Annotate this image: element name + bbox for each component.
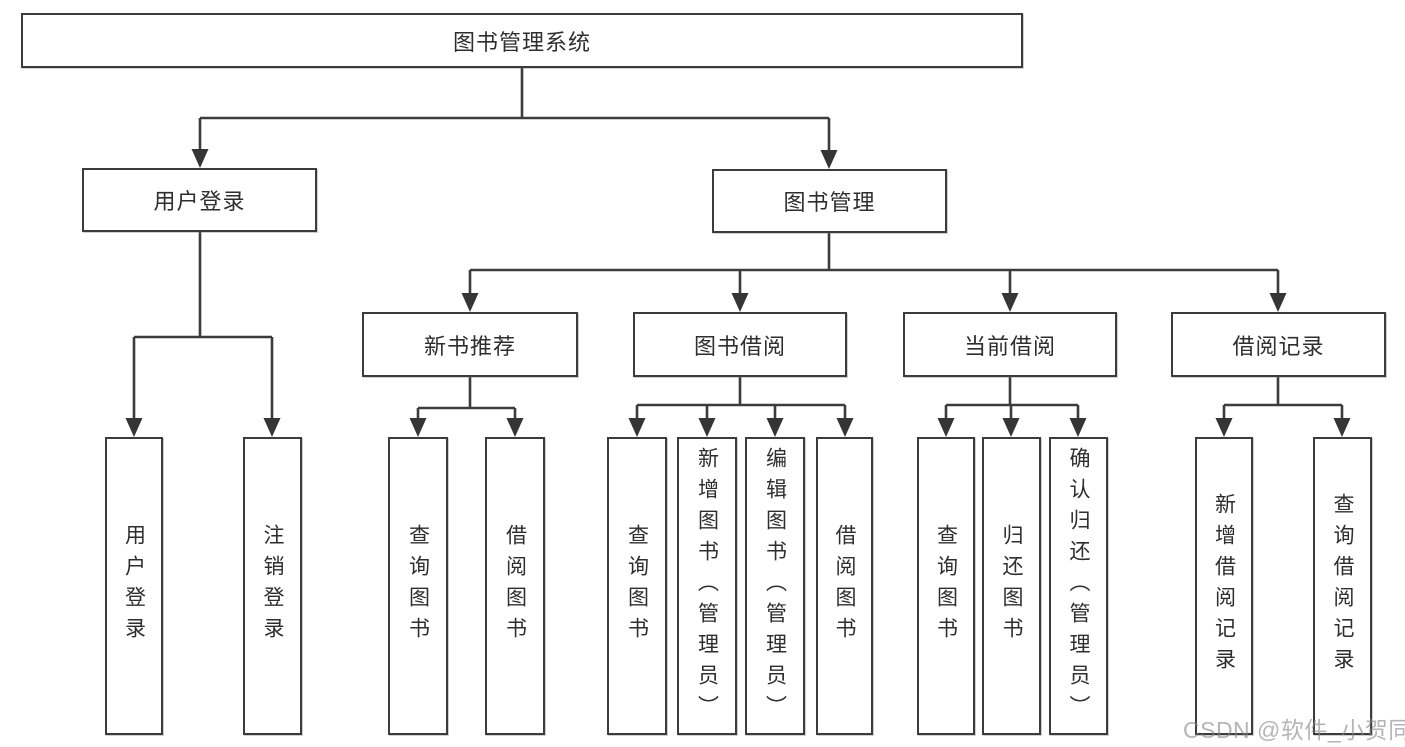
leaf-user-login: 用户登录 <box>105 437 163 735</box>
leaf-query-books-borrow: 查询图书 <box>607 437 667 735</box>
leaf-query-books-current: 查询图书 <box>917 437 975 735</box>
leaf-query-books-borrow-label: 查询图书 <box>625 524 649 648</box>
node-current-borrow-label: 当前借阅 <box>963 333 1056 359</box>
leaf-logout-label: 注销登录 <box>261 524 284 648</box>
node-borrow-records-label: 借阅记录 <box>1232 333 1325 359</box>
leaf-confirm-return-admin: 确认归还（管理员） <box>1049 437 1108 735</box>
node-new-book-recommend-label: 新书推荐 <box>423 333 516 359</box>
csdn-watermark: CSDN @软件_小贺同学 <box>1183 717 1405 743</box>
leaf-add-books-admin-label: 新增图书（管理员） <box>695 446 719 726</box>
leaf-logout: 注销登录 <box>243 437 302 735</box>
node-root-system: 图书管理系统 <box>21 13 1023 68</box>
leaf-edit-books-admin: 编辑图书（管理员） <box>745 437 805 735</box>
leaf-confirm-return-admin-label: 确认归还（管理员） <box>1067 446 1090 726</box>
leaf-add-borrow-record-label: 新增借阅记录 <box>1212 493 1236 679</box>
leaf-query-borrow-record-label: 查询借阅记录 <box>1331 493 1354 679</box>
leaf-add-books-admin: 新增图书（管理员） <box>677 437 737 735</box>
leaf-edit-books-admin-label: 编辑图书（管理员） <box>763 446 787 726</box>
leaf-query-books-current-label: 查询图书 <box>934 524 958 648</box>
node-user-login: 用户登录 <box>82 168 317 232</box>
node-user-login-label: 用户登录 <box>153 189 246 214</box>
node-book-management-label: 图书管理 <box>783 190 876 215</box>
leaf-query-borrow-record: 查询借阅记录 <box>1313 437 1372 735</box>
leaf-add-borrow-record: 新增借阅记录 <box>1195 437 1253 735</box>
leaf-return-books-label: 归还图书 <box>1000 524 1023 648</box>
node-book-management: 图书管理 <box>712 169 947 233</box>
leaf-borrow-books-recommend-label: 借阅图书 <box>503 524 527 648</box>
leaf-user-login-label: 用户登录 <box>122 524 146 648</box>
node-current-borrow: 当前借阅 <box>903 312 1117 377</box>
leaf-return-books: 归还图书 <box>982 437 1041 735</box>
node-book-borrow-label: 图书借阅 <box>693 333 786 359</box>
node-root-label: 图书管理系统 <box>452 29 591 55</box>
node-book-borrow: 图书借阅 <box>633 312 847 377</box>
leaf-query-books-recommend: 查询图书 <box>388 437 448 735</box>
leaf-borrow-books-recommend: 借阅图书 <box>485 437 545 735</box>
leaf-borrow-books-label: 借阅图书 <box>833 524 856 648</box>
leaf-borrow-books: 借阅图书 <box>816 437 873 735</box>
node-new-book-recommend: 新书推荐 <box>362 312 578 377</box>
node-borrow-records: 借阅记录 <box>1171 312 1386 377</box>
leaf-query-books-recommend-label: 查询图书 <box>406 524 430 648</box>
